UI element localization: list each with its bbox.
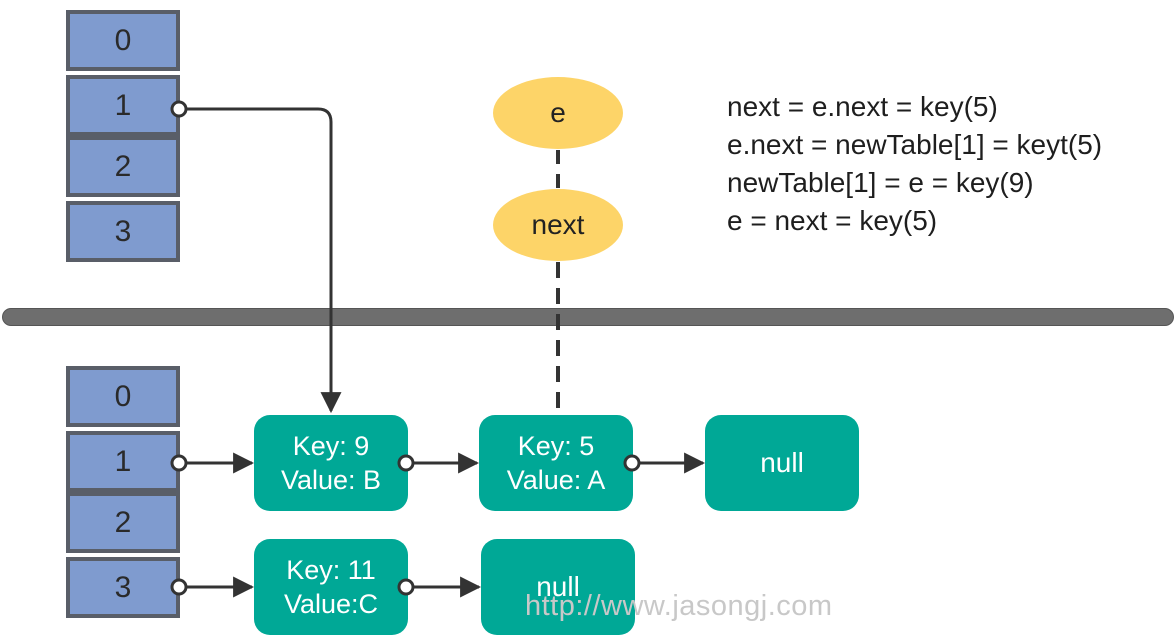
new-table-cell-2: 2: [66, 492, 180, 553]
code-line: e.next = newTable[1] = keyt(5): [727, 129, 1103, 160]
node-key-label: Key: 11: [286, 555, 376, 585]
watermark-text: http://www.jasongj.com: [525, 590, 833, 622]
pointer-next: next: [493, 189, 623, 261]
arrow-old-1-to-key9: [179, 107, 342, 414]
node-value-label: Value: A: [506, 465, 606, 495]
node-value-label: Value: B: [280, 465, 382, 495]
node-key-5: Key: 5 Value: A: [479, 415, 633, 511]
new-table-cell-0: 0: [66, 366, 180, 427]
node-key-9: Key: 9 Value: B: [254, 415, 408, 511]
new-table-cell-1: 1: [66, 431, 180, 492]
old-table-cell-2: 2: [66, 136, 180, 197]
node-key-label: Key: 9: [292, 431, 370, 461]
code-block: next = e.next = key(5) e.next = newTable…: [727, 88, 1102, 240]
code-line: e = next = key(5): [727, 205, 938, 236]
pointer-e: e: [493, 77, 623, 149]
new-table-cell-3: 3: [66, 557, 180, 618]
node-null-row3: null: [481, 539, 635, 635]
divider-bar: [2, 308, 1174, 326]
node-null-row1: null: [705, 415, 859, 511]
old-table-cell-1: 1: [66, 75, 180, 136]
old-table-cell-0: 0: [66, 10, 180, 71]
null-label: null: [536, 571, 580, 602]
null-label: null: [760, 447, 804, 478]
old-table-cell-3: 3: [66, 201, 180, 262]
node-value-label: Value:C: [283, 589, 379, 619]
code-line: newTable[1] = e = key(9): [727, 167, 1034, 198]
node-key-11: Key: 11 Value:C: [254, 539, 408, 635]
code-line: next = e.next = key(5): [727, 91, 998, 122]
node-key-label: Key: 5: [517, 431, 595, 461]
